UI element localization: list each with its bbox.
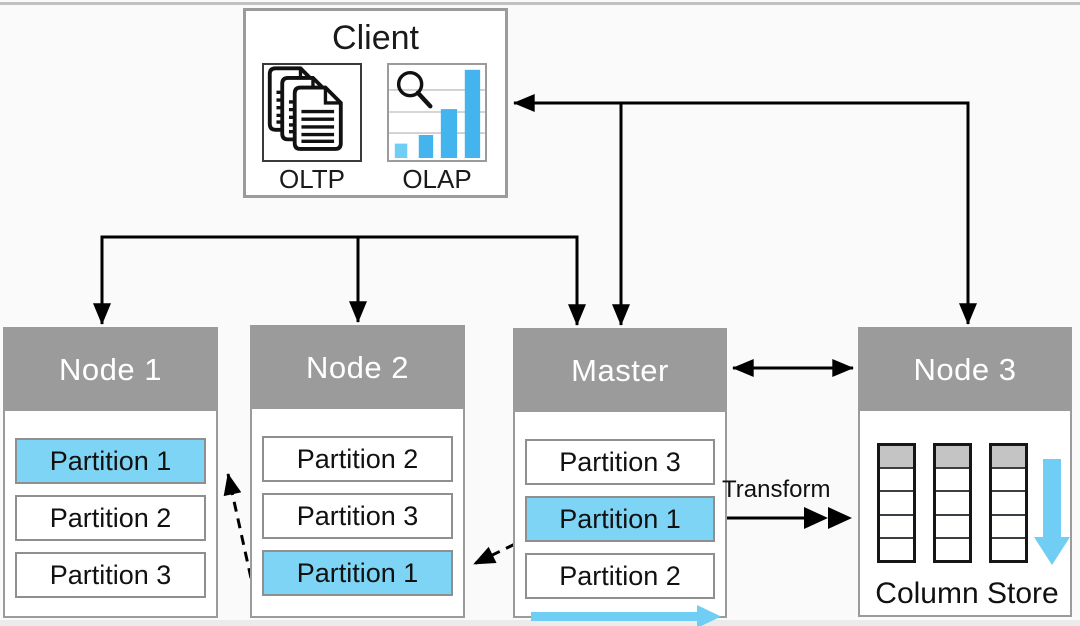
oltp-documents-graphic <box>267 66 343 151</box>
node2-header: Node 2 <box>252 327 463 409</box>
client-box: Client <box>243 8 508 198</box>
transform-label: Transform <box>722 476 831 503</box>
column-store-columns <box>877 443 1028 563</box>
replica-dashed-arrow-master-node2 <box>473 542 516 566</box>
column-header-cell <box>992 446 1025 470</box>
partition-box: Partition 2 <box>525 553 715 599</box>
flow-down-arrow <box>1034 459 1070 565</box>
master-header: Master <box>515 330 725 412</box>
search-bar-chart-icon <box>387 63 487 162</box>
client-title: Client <box>332 19 419 57</box>
partition-box: Partition 1 <box>525 496 715 542</box>
column-icon <box>989 443 1028 563</box>
column-header-cell <box>880 446 913 470</box>
top-edge-line <box>0 2 1080 5</box>
transform-arrowhead-1 <box>804 507 828 529</box>
partition-box: Partition 2 <box>262 436 453 482</box>
replica-dashed-arrow-node2-node1 <box>223 473 253 579</box>
node2-partitions: Partition 2 Partition 3 Partition 1 <box>252 409 463 596</box>
node3-box: Node 3 Column Store <box>858 327 1072 617</box>
column-header-cell <box>936 446 969 470</box>
olap-label: OLAP <box>402 164 472 194</box>
partition-box: Partition 2 <box>15 495 206 541</box>
bottom-edge-line <box>0 620 1080 626</box>
partition-box: Partition 1 <box>262 550 453 596</box>
partition-box: Partition 3 <box>15 552 206 598</box>
document-stack-icon <box>262 63 362 162</box>
node3-header: Node 3 <box>860 329 1070 411</box>
column-store-label: Column Store <box>875 577 1059 610</box>
node2-box: Node 2 Partition 2 Partition 3 Partition… <box>250 325 465 618</box>
flow-right-arrow <box>531 605 721 626</box>
partition-box: Partition 1 <box>15 438 206 484</box>
olap-chart-graphic <box>389 69 485 158</box>
master-box: Master Partition 3 Partition 1 Partition… <box>513 328 727 626</box>
partition-box: Partition 3 <box>525 439 715 485</box>
transform-arrowhead-2 <box>828 507 852 529</box>
master-partitions: Partition 3 Partition 1 Partition 2 <box>515 412 725 599</box>
oltp-label: OLTP <box>279 164 345 194</box>
node1-header: Node 1 <box>5 329 216 411</box>
node1-partitions: Partition 1 Partition 2 Partition 3 <box>5 411 216 598</box>
node1-box: Node 1 Partition 1 Partition 2 Partition… <box>3 327 218 618</box>
partition-box: Partition 3 <box>262 493 453 539</box>
column-icon <box>877 443 916 563</box>
column-icon <box>933 443 972 563</box>
